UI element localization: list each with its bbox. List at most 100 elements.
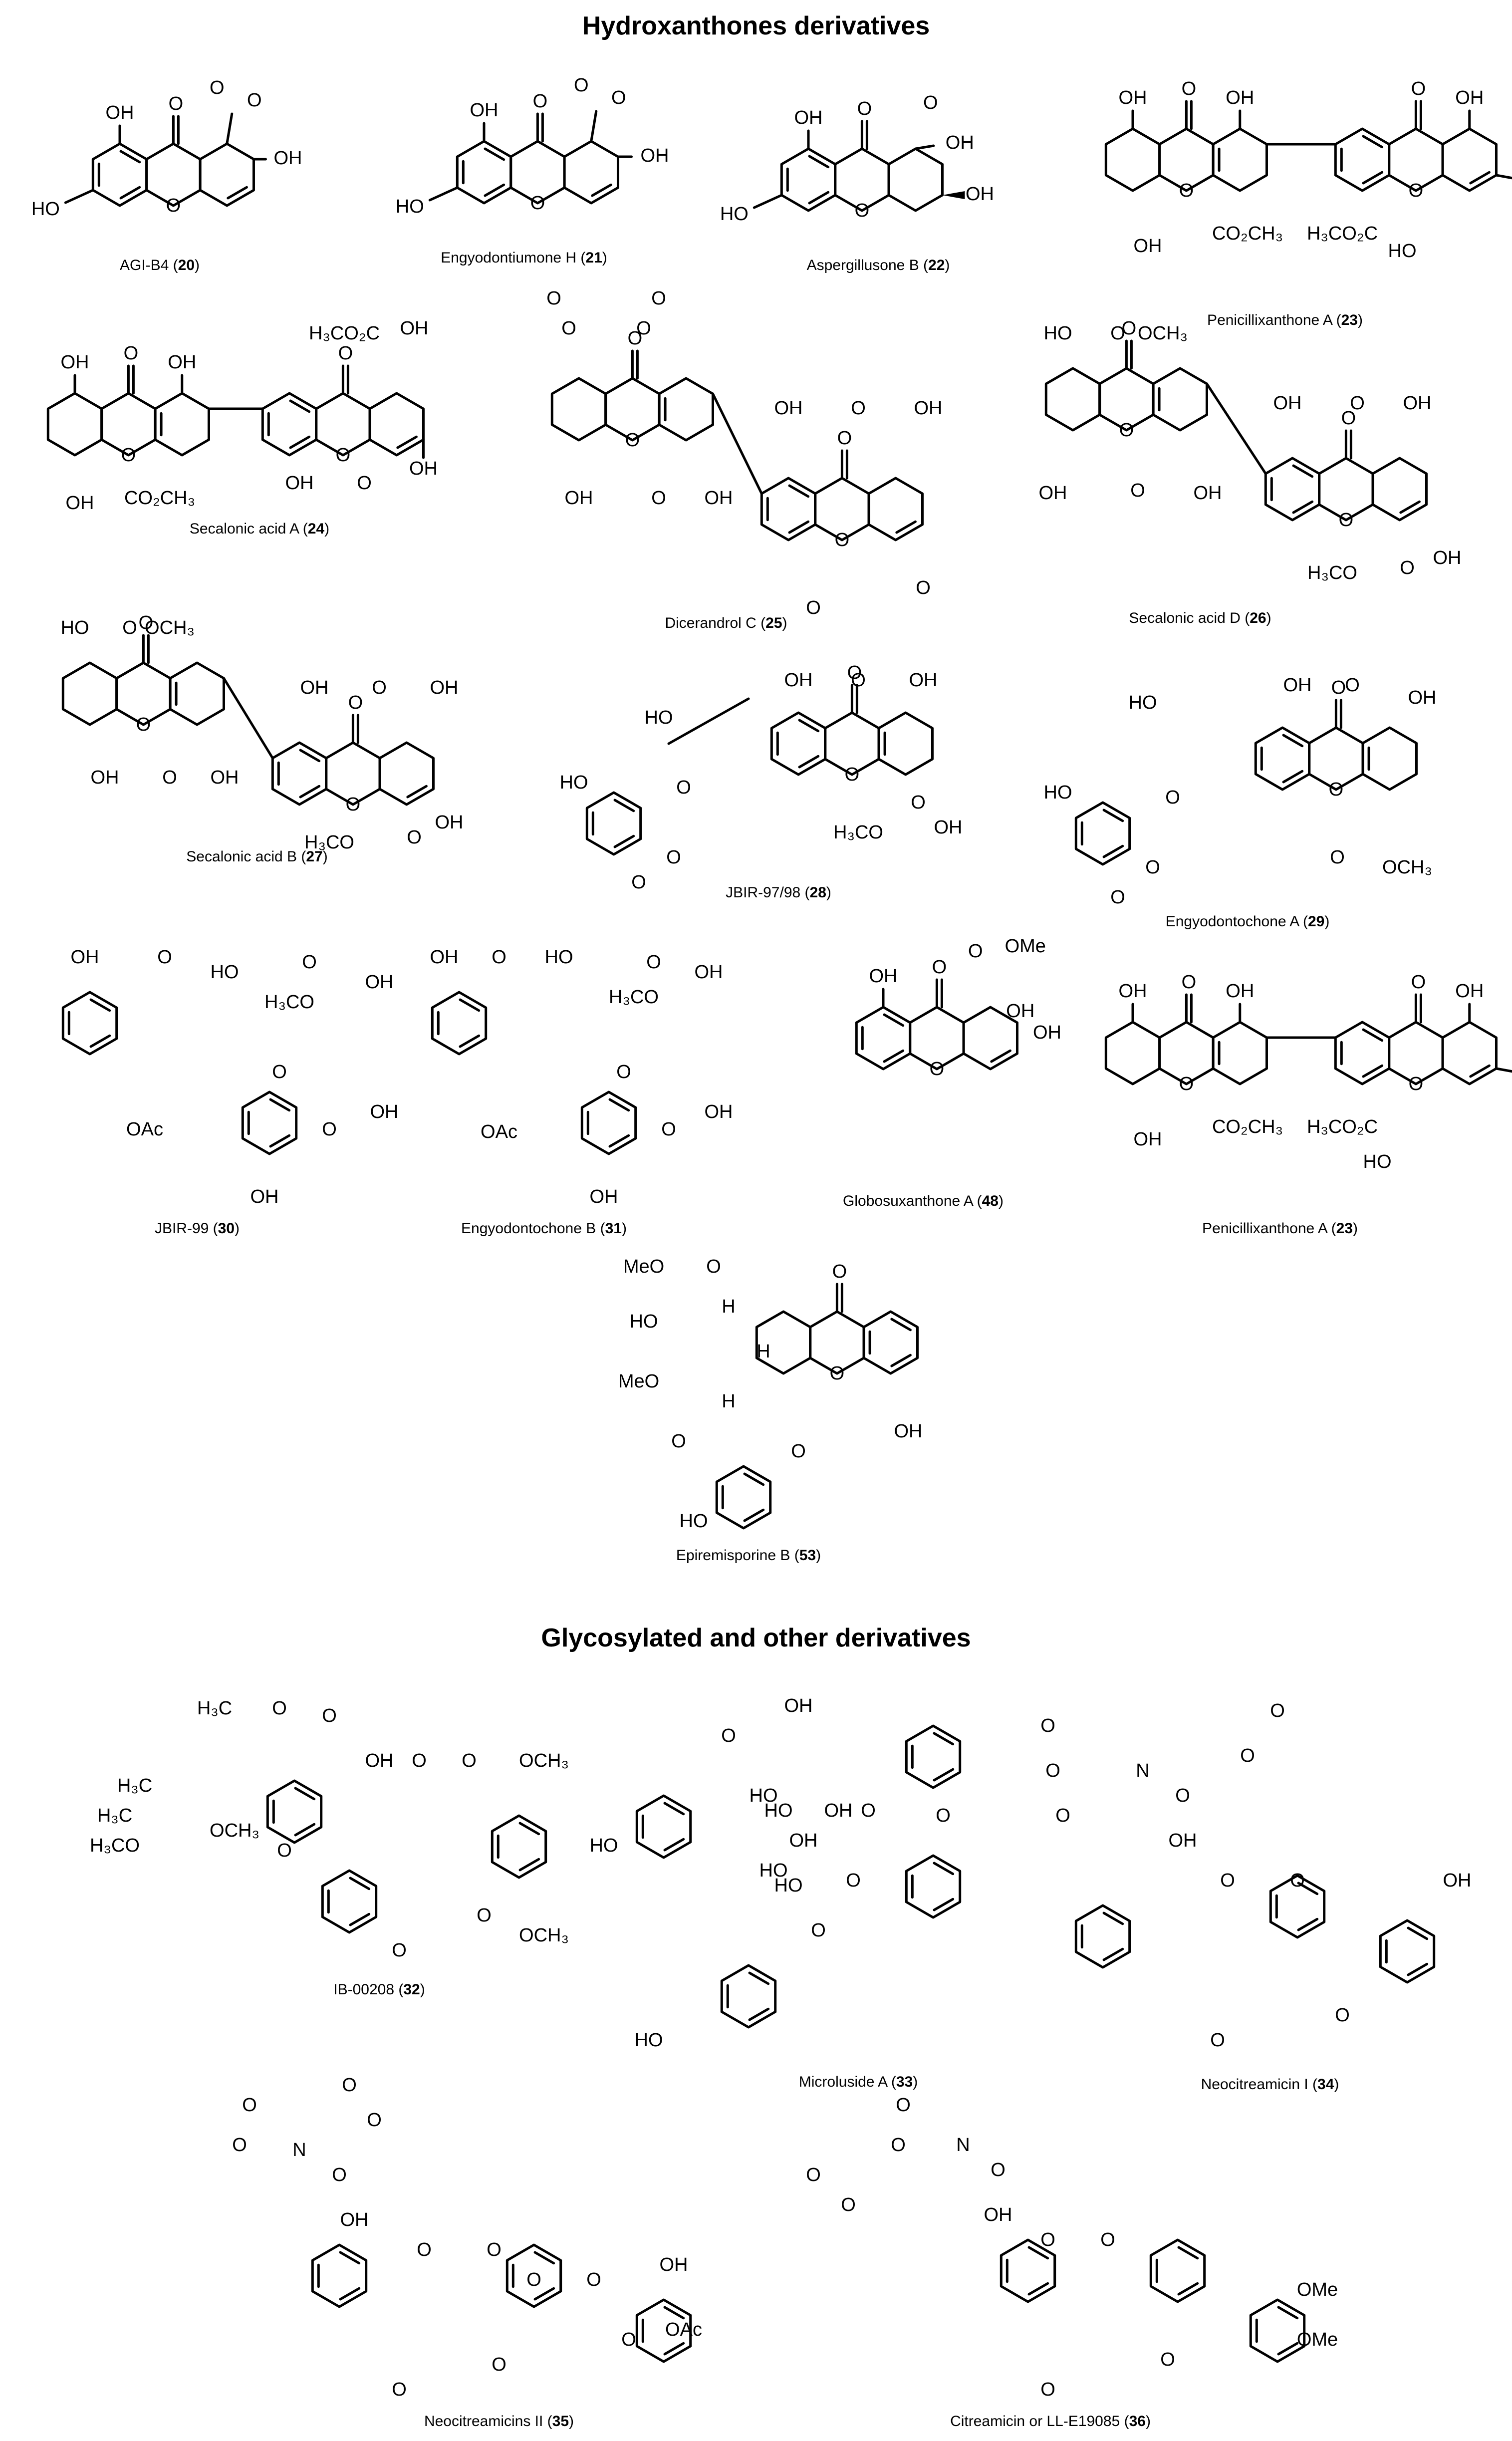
atom-label: O [412,1750,427,1771]
atom-label: OH [1283,675,1312,696]
double-bond [1027,2246,1049,2260]
atom-label: O [367,2110,382,2131]
atom-label: HO [764,1800,793,1821]
ring-bond [635,1794,692,1859]
atom-label: O [342,2075,357,2096]
atom-label: OH [640,145,669,166]
atom-label: O [1270,1700,1285,1721]
atom-label: H [722,1391,735,1412]
atom-label: O [1175,1785,1190,1806]
atom-label: O [1330,847,1345,868]
double-bond [396,435,418,449]
atom-label: OH [789,1830,818,1851]
atom-label: O [417,2239,432,2260]
atom-label: O [621,2329,636,2350]
atom-label: O [847,662,862,683]
double-bond [1177,2246,1199,2260]
atom-label: O [477,1905,492,1926]
atom-label: OH [71,947,99,968]
atom-label: O [162,767,177,788]
ring-bond [1254,726,1311,791]
compound-name: Neocitreamicins II [424,2413,543,2430]
atom-label: O [968,941,983,962]
double-bond [663,2306,685,2320]
atom-label: OH [784,670,813,691]
bond [64,189,94,204]
atom-label: O [1409,1074,1424,1094]
compound-number: 25 [765,615,782,631]
double-bond [294,1787,316,1801]
double-bond [269,1134,291,1148]
compound-number: 26 [1250,610,1266,626]
compound-label-34: Neocitreamicin I (34) [1201,2076,1339,2093]
atom-label: HO [31,199,60,220]
atom-label: OH [1408,687,1437,708]
atom-label: O [857,98,872,119]
atom-label: MeO [618,1371,659,1392]
compound-name: Globosuxanthone A [843,1193,973,1209]
atom-label: O [232,2135,247,2156]
atom-label: O [1040,2229,1055,2250]
atom-label: O [336,445,351,466]
atom-label: O [492,947,506,968]
atom-label: N [1136,1760,1149,1781]
atom-label: O [1350,393,1365,414]
atom-label: O [806,2165,821,2185]
atom-label: O [277,1840,292,1861]
atom-label: OCH₃ [519,1925,569,1946]
atom-label: OH [824,1800,853,1821]
atom-label: O [837,428,852,449]
atom-label: H₃CO [609,987,659,1008]
atom-label: OH [1194,483,1222,504]
atom-label: OH [1226,87,1254,108]
atom-label: H₃CO [1307,562,1357,583]
atom-label: OCH₃ [519,1750,569,1771]
atom-label: O [526,2269,541,2290]
ring-bond [321,1869,378,1934]
atom-label: OH [695,962,723,983]
atom-label: O [1119,420,1134,441]
compound-name: Penicillixanthone A [1202,1220,1327,1237]
ring-bond [456,140,512,205]
atom-label: OH [946,132,974,153]
ring-bond [563,140,619,205]
ring-bond [1249,2298,1306,2363]
double-bond [1102,1947,1124,1961]
double-bond [788,520,810,534]
ring-bond [855,1006,912,1071]
double-bond [591,183,612,197]
atom-label: O [1290,1870,1305,1891]
compound-number: 28 [809,884,826,901]
atom-label: O [533,91,548,112]
atom-label: OH [1443,1870,1472,1891]
double-bond [1399,500,1421,514]
atom-label: HO [1388,241,1417,262]
compound-label-48: Globosuxanthone A (48) [843,1193,1004,1209]
bond [914,144,935,150]
ring-bond [905,1854,962,1919]
ring-bond [770,711,827,776]
compound-name: Neocitreamicin I [1201,2076,1308,2093]
compound-number: 20 [178,257,195,273]
ring-bond [1149,2238,1206,2303]
atom-label: OH [1226,981,1254,1002]
atom-label: OH [660,2254,688,2275]
atom-label: O [991,2160,1006,2180]
ring-bond [1264,457,1321,522]
atom-label: OCH₃ [210,1820,259,1841]
double-bond [895,520,917,534]
atom-label: O [1165,787,1180,808]
atom-label: H₃CO [264,992,314,1013]
atom-label: OH [794,107,823,128]
atom-label: H₃CO₂C [1307,223,1378,244]
ring-bond [867,477,924,542]
atom-label: O [1110,887,1125,908]
atom-label: O [851,670,866,691]
bond [590,110,598,143]
ring-bond [658,377,714,442]
atom-label: O [139,612,154,633]
